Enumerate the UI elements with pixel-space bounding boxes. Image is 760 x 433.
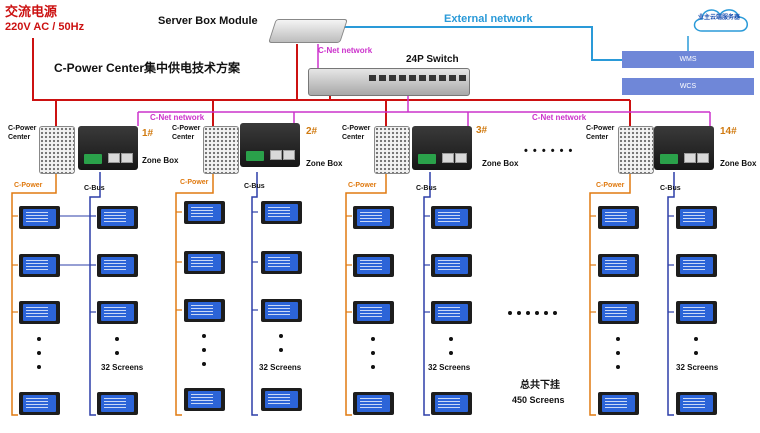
cloud-icon [693,9,748,32]
screen [97,301,138,324]
screen [598,392,639,415]
screen [261,201,302,224]
external-network-label: External network [444,13,533,25]
zone-box-device [78,126,138,170]
screen [598,254,639,277]
screens-count-label: 32 Screens [428,363,471,372]
c-power-center-device [374,126,410,174]
screen [431,254,472,277]
c-power-center-device [618,126,654,174]
total-label-line-2: 450 Screens [512,395,565,405]
center-label-line-1: C-Power [8,125,37,132]
zone-box-number: 2# [306,126,318,137]
screen [676,392,717,415]
screen [97,206,138,229]
zone-box-label: Zone Box [720,159,757,168]
external-network-line [339,26,622,61]
screen [353,206,394,229]
group-1-wiring [11,172,101,416]
c-power-label: C-Power [348,182,377,189]
screen [676,301,717,324]
group-3-wiring [345,172,431,416]
center-label-line-2: Center [342,134,365,141]
cnet-network-label-left: C-Net network [150,113,205,122]
group-2-wiring [175,172,258,416]
c-power-center-device [39,126,75,174]
screen [353,301,394,324]
screen [676,254,717,277]
screen [97,392,138,415]
center-label-line-2: Center [8,134,31,141]
screen [261,388,302,411]
zone-box-label: Zone Box [482,159,519,168]
screen [353,254,394,277]
screen [184,388,225,411]
more-groups-ellipsis: • • • • • • [524,145,574,157]
screen [261,251,302,274]
screen [19,392,60,415]
center-label-line-2: Center [172,134,195,141]
wms-box: WMS [622,51,754,68]
screen [19,206,60,229]
screen [184,299,225,322]
cloud-label: 业主云端服务器 [698,15,741,21]
screen [97,254,138,277]
group-4-wiring [589,172,675,416]
power-title: 交流电源 [5,4,58,19]
screens-count-label: 32 Screens [676,363,719,372]
screen [19,301,60,324]
c-power-label: C-Power [596,182,625,189]
center-label-line-1: C-Power [342,125,371,132]
wcs-box: WCS [622,78,754,95]
center-label-line-1: C-Power [172,125,201,132]
zone-box-number: 1# [142,128,154,139]
screens-count-label: 32 Screens [101,363,144,372]
cnet-network-label-right: C-Net network [532,113,587,122]
center-label-line-2: Center [586,134,609,141]
c-bus-label: C-Bus [244,183,265,190]
screen [676,206,717,229]
screen [184,201,225,224]
main-title: C-Power Center集中供电技术方案 [54,61,241,75]
c-power-center-device [203,126,239,174]
zone-box-device [654,126,714,170]
center-label-line-1: C-Power [586,125,615,132]
screen [431,301,472,324]
screen [261,299,302,322]
screen [19,254,60,277]
screens-count-label: 32 Screens [259,363,302,372]
zone-box-device [240,123,300,167]
zone-box-label: Zone Box [306,159,343,168]
switch-device [308,68,470,96]
c-power-label: C-Power [14,182,43,189]
zone-box-label: Zone Box [142,156,179,165]
zone-box-device [412,126,472,170]
screen [598,206,639,229]
zone-box-number: 14# [720,126,737,137]
c-bus-label: C-Bus [660,185,681,192]
c-power-label: C-Power [180,179,209,186]
total-label-line-1: 总共下挂 [520,380,560,391]
zone-box-number: 3# [476,125,488,136]
screen [184,251,225,274]
cnet-network-label-top: C-Net network [318,46,373,55]
screen [431,392,472,415]
c-bus-label: C-Bus [84,185,105,192]
power-main-line [32,38,630,101]
switch-label: 24P Switch [406,54,459,65]
server-box-label: Server Box Module [158,15,258,27]
screen [353,392,394,415]
screen [431,206,472,229]
c-bus-label: C-Bus [416,185,437,192]
screen [598,301,639,324]
server-box-device [268,19,348,43]
power-spec: 220V AC / 50Hz [5,21,85,33]
